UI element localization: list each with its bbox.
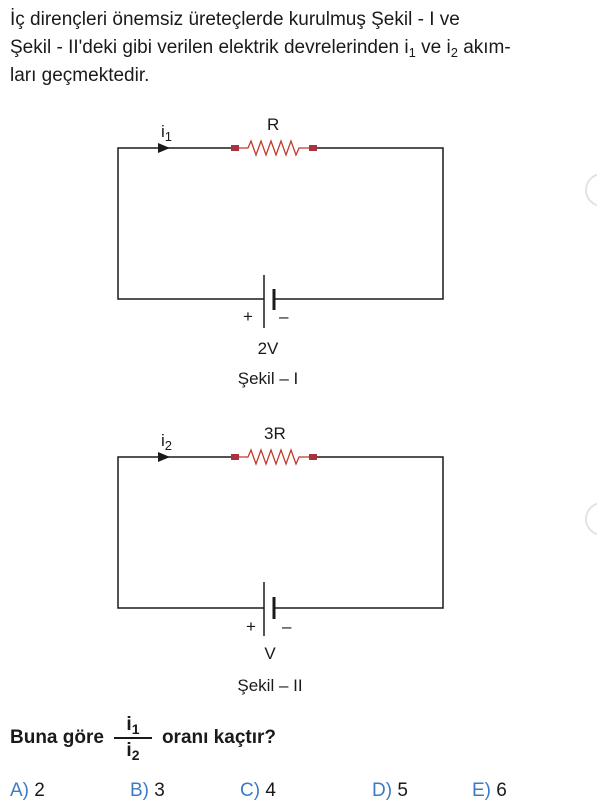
resistor-terminal	[309, 145, 317, 151]
current-arrow-icon	[158, 143, 170, 153]
question-suffix: oranı kaçtır?	[161, 727, 276, 748]
question-prompt: Buna göre i1 i2 oranı kaçtır?	[10, 710, 276, 766]
resistor-terminal	[231, 145, 239, 151]
voltage-label: 2V	[257, 339, 279, 358]
fraction-denominator: i2	[126, 740, 140, 763]
subscript: 1	[408, 45, 416, 60]
current-label: i2	[161, 431, 173, 453]
circuit-wire	[117, 147, 264, 300]
fraction-bar	[113, 737, 152, 739]
current-label: i1	[161, 122, 173, 144]
voltage-label: V	[264, 644, 276, 663]
ratio-fraction: i1 i2	[113, 713, 152, 763]
fraction-numerator: i1	[126, 714, 140, 737]
battery-plus-label: +	[243, 307, 253, 326]
stem-line-3: ları geçmektedir.	[10, 65, 150, 86]
resistor-terminal	[231, 454, 239, 460]
stem-text: Şekil - II'deki gibi verilen elektrik de…	[10, 37, 409, 58]
resistor-terminal	[309, 454, 317, 460]
stem-line-2: Şekil - II'deki gibi verilen elektrik de…	[10, 34, 597, 62]
answer-options: A) 2 B) 3 C) 4 D) 5 E) 6	[0, 780, 597, 806]
battery-minus-label: –	[279, 307, 289, 326]
subscript: 2	[450, 45, 458, 60]
option-b[interactable]: B) 3	[130, 780, 165, 801]
figure-caption: Şekil – I	[237, 369, 299, 388]
figure-caption: Şekil – II	[237, 676, 303, 695]
option-a[interactable]: A) 2	[10, 780, 45, 801]
option-e[interactable]: E) 6	[472, 780, 507, 801]
option-d[interactable]: D) 5	[372, 780, 408, 801]
question-stem: İç dirençleri önemsiz üreteçlerde kurulm…	[10, 6, 597, 90]
current-arrow-icon	[158, 452, 170, 462]
stem-text: akım-	[457, 37, 511, 58]
circuit-figure-1: i1 R + – 2V Şekil – I	[0, 110, 597, 400]
stem-line-1: İç dirençleri önemsiz üreteçlerde kurulm…	[10, 9, 460, 30]
resistor-label: 3R	[264, 424, 286, 443]
resistor-icon	[239, 139, 309, 157]
battery-plus-label: +	[246, 617, 256, 636]
circuit-wire	[274, 147, 444, 300]
resistor-icon	[239, 448, 309, 466]
circuit-2-diagram	[117, 448, 444, 636]
circuit-1-diagram	[117, 139, 444, 328]
circuit-wire	[117, 456, 264, 609]
circuit-wire	[274, 456, 444, 609]
question-prefix: Buna göre	[10, 727, 104, 748]
battery-minus-label: –	[282, 617, 292, 636]
option-c[interactable]: C) 4	[240, 780, 276, 801]
resistor-label: R	[267, 115, 280, 134]
circuit-figure-2: i2 3R + – V Şekil – II	[0, 420, 597, 705]
stem-text: ve i	[415, 37, 451, 58]
